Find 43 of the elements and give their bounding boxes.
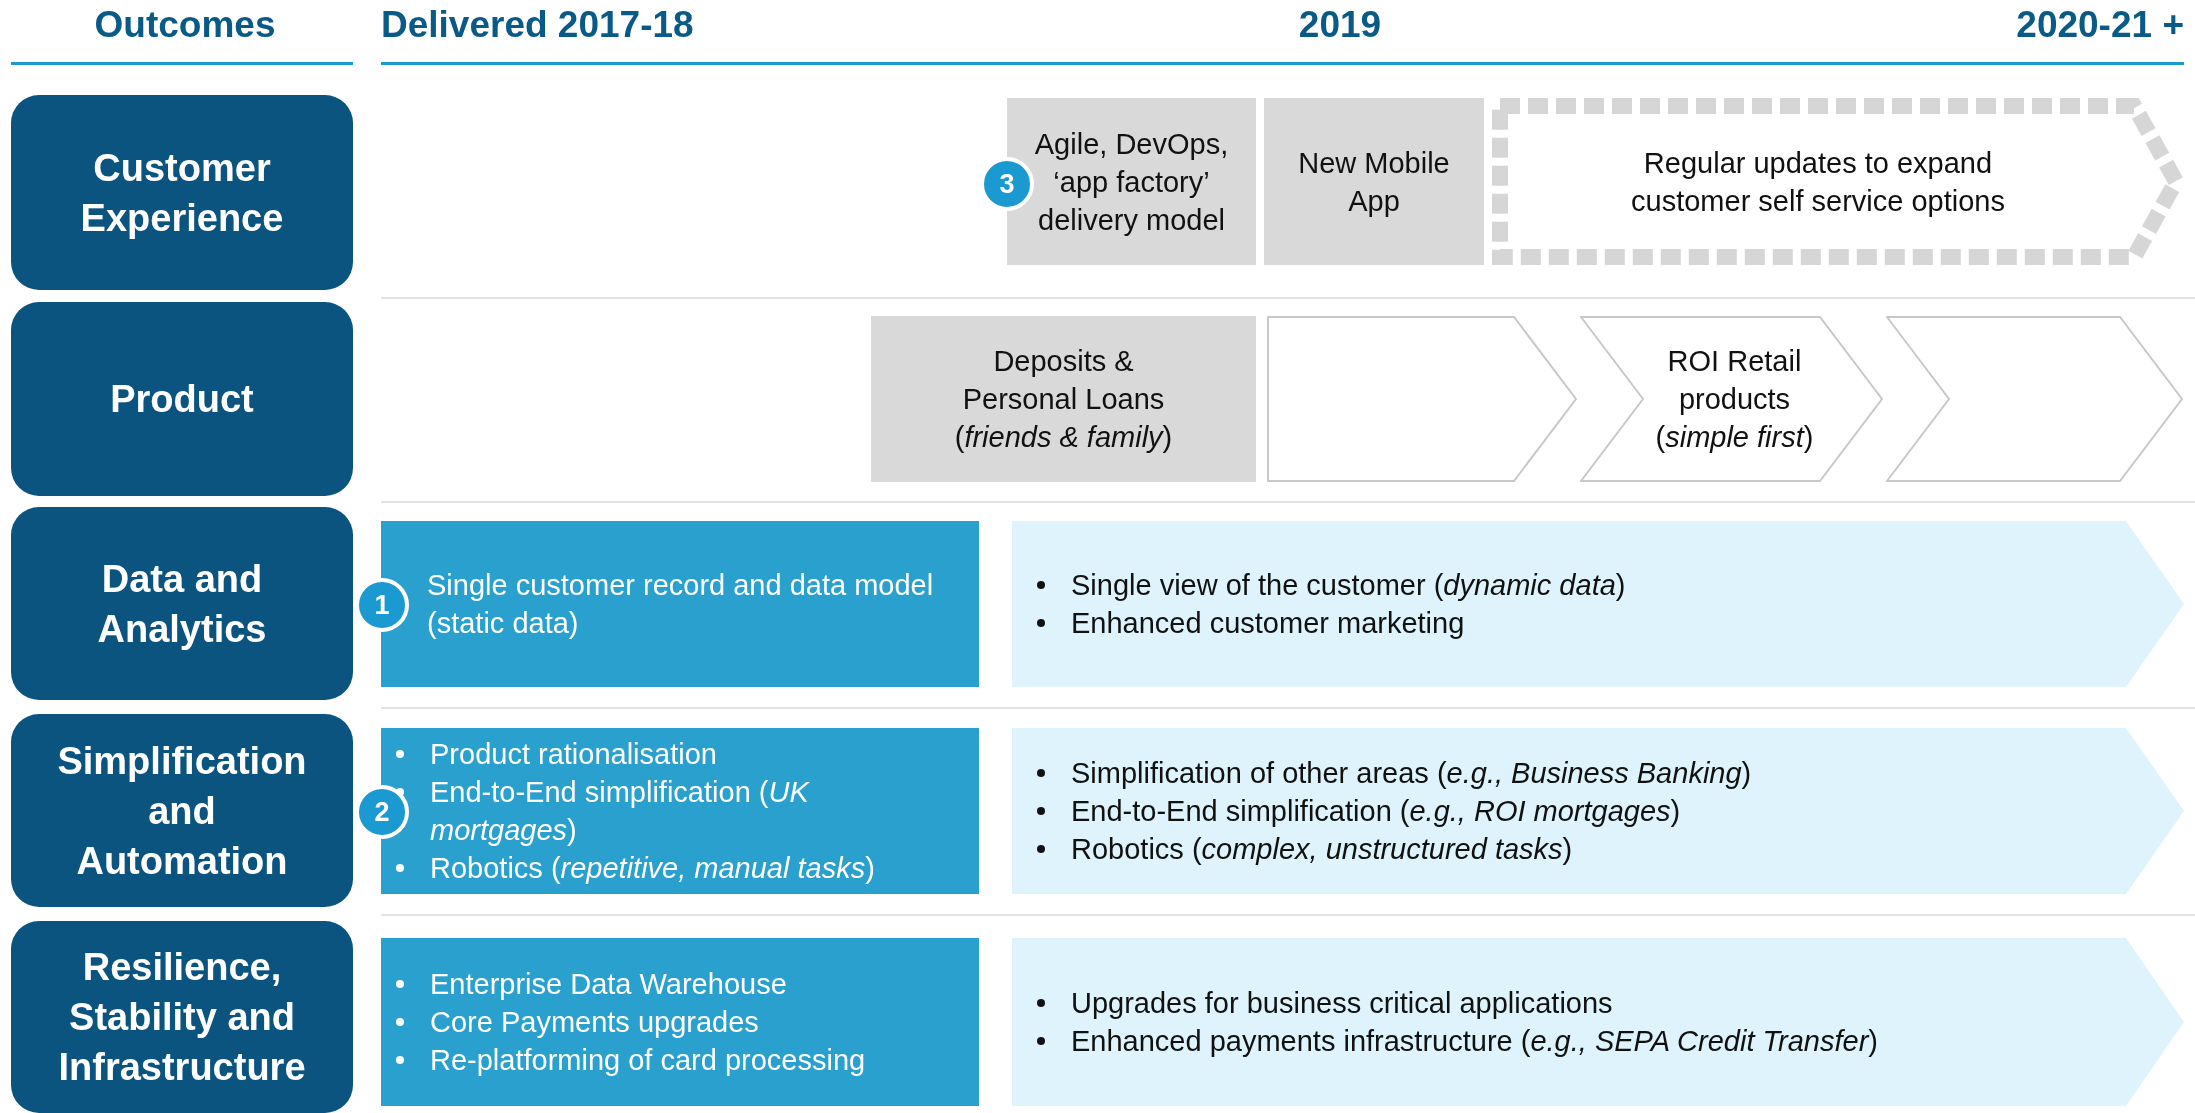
bullet-text: End-to-End simplification (e.g., ROI mortgages) xyxy=(1071,794,1682,829)
delivered-box xyxy=(381,938,979,1106)
box-text: Single customer record and data model (static data) xyxy=(427,568,935,641)
chevron-box xyxy=(1267,316,1578,482)
row-header-box xyxy=(11,714,353,907)
column-heading: 2019 xyxy=(1297,4,1383,46)
column-heading: Delivered 2017-18 xyxy=(381,4,694,46)
bullet-text: Product rationalisation xyxy=(430,737,718,772)
badge-number: 2 xyxy=(374,797,390,827)
bullet-text: Simplification of other areas (e.g., Business Banking) xyxy=(1071,756,1753,791)
bullet-text: Re-platforming of card processing xyxy=(430,1043,867,1078)
milestone-box xyxy=(1264,98,1484,265)
bullet-text: Enterprise Data Warehouse xyxy=(430,967,788,1002)
column-heading: 2020-21 + xyxy=(2015,4,2184,46)
dashed-arrow xyxy=(1492,98,2184,265)
bullet-text: Upgrades for business critical applications xyxy=(1071,986,1614,1021)
badge-number: 3 xyxy=(999,169,1015,199)
row-header-box xyxy=(11,507,353,700)
bullet-text: Enhanced payments infrastructure (e.g., SEPA Credit Transfer) xyxy=(1071,1024,1879,1059)
row-title: Product xyxy=(109,377,255,422)
box-text: Deposits & Personal Loans (friends & family) xyxy=(953,344,1174,455)
milestone-box xyxy=(871,316,1256,482)
row-title: Customer Experience xyxy=(79,145,285,241)
badge-number: 1 xyxy=(374,590,390,620)
box-text: ROI Retail products (simple first) xyxy=(1654,344,1815,455)
bullet-text: Robotics (repetitive, manual tasks) xyxy=(430,851,876,886)
chevron-box xyxy=(1580,316,1884,482)
row-title: Simplification and Automation xyxy=(56,738,308,884)
box-text: Regular updates to expand customer self service options xyxy=(1630,145,2006,219)
row-header-box xyxy=(11,302,353,496)
row-title: Data and Analytics xyxy=(96,556,268,652)
bullet-text: Single view of the customer (dynamic data) xyxy=(1071,568,1627,603)
bullet-text: End-to-End simplification (UK mortgages) xyxy=(430,775,811,848)
row-header-box xyxy=(11,921,353,1113)
row-header-box xyxy=(11,95,353,290)
row-title: Resilience, Stability and Infrastructure xyxy=(57,945,307,1090)
bullet-text: Enhanced customer marketing xyxy=(1071,606,1466,641)
box-text: Agile, DevOps, ‘app factory’ delivery model xyxy=(1033,126,1230,238)
chevron-box xyxy=(1886,316,2184,482)
box-text: New Mobile App xyxy=(1297,145,1451,219)
column-heading: Outcomes xyxy=(93,4,277,46)
bullet-text: Robotics (complex, unstructured tasks) xyxy=(1071,832,1574,867)
bullet-text: Core Payments upgrades xyxy=(430,1005,760,1040)
